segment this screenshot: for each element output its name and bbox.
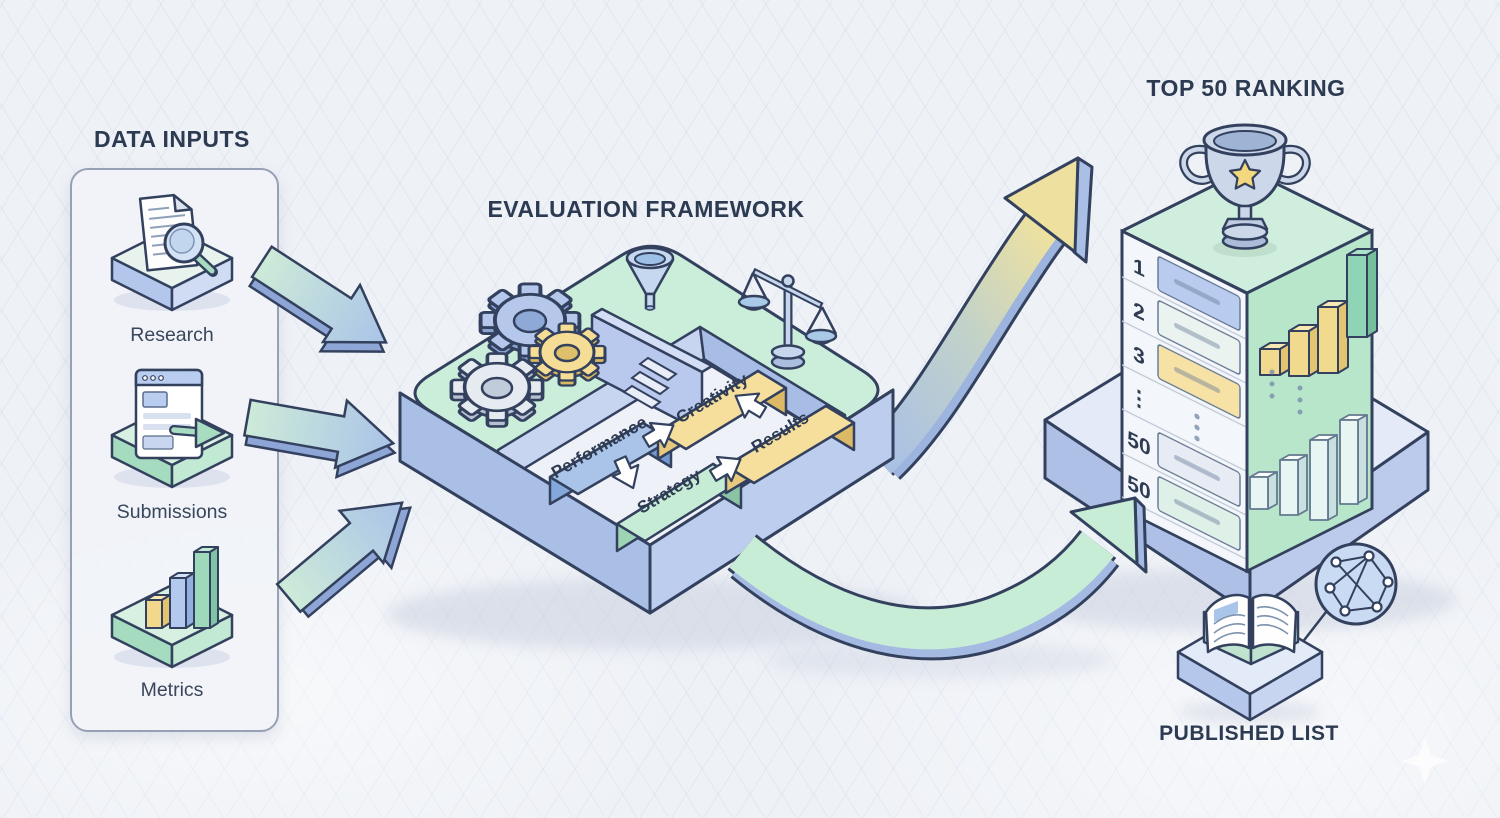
rank-number-2: 2 bbox=[1133, 297, 1145, 326]
input-item-label-metrics: Metrics bbox=[140, 679, 204, 701]
top-ranking-heading: TOP 50 RANKING bbox=[1146, 75, 1346, 101]
input-arrow-research bbox=[239, 232, 406, 382]
network-graph-icon bbox=[1314, 542, 1398, 626]
magnifier-glyph bbox=[163, 222, 218, 277]
block-creativity bbox=[656, 369, 788, 461]
arrow-to-published bbox=[727, 496, 1148, 661]
block-results bbox=[724, 404, 856, 495]
open-book-icon bbox=[1202, 593, 1300, 666]
growth-bars-glass bbox=[1249, 414, 1368, 521]
published-list-group bbox=[1176, 542, 1398, 722]
bar-chart-icon bbox=[110, 546, 234, 669]
input-item-label-research: Research bbox=[130, 324, 214, 346]
published-list-heading: PUBLISHED LIST bbox=[1159, 722, 1339, 745]
rank-number-50b: 50 bbox=[1127, 470, 1150, 505]
ranking-list-face: 1 2 3 ⋮ 50 50 bbox=[1120, 228, 1249, 574]
sparkle-decoration bbox=[1402, 738, 1448, 784]
browser-window-glyph bbox=[134, 368, 204, 460]
balance-scale-icon bbox=[737, 267, 838, 370]
input-item-label-submissions: Submissions bbox=[116, 501, 228, 523]
funnel-icon bbox=[625, 246, 675, 311]
rank-number-50a: 50 bbox=[1127, 426, 1150, 461]
growth-bars-icon bbox=[1259, 248, 1378, 377]
rank-ellipsis: ⋮ bbox=[1129, 381, 1150, 415]
gears-icon bbox=[449, 281, 607, 429]
rank-number-1: 1 bbox=[1133, 253, 1145, 282]
trophy-icon bbox=[1179, 123, 1311, 257]
ranking-tower: 1 2 3 ⋮ 50 50 bbox=[1120, 123, 1378, 574]
submit-arrow-glyph bbox=[169, 417, 226, 449]
evaluation-platform: Performance Strategy Creativity Results bbox=[398, 244, 895, 615]
evaluation-framework-heading: EVALUATION FRAMEWORK bbox=[487, 196, 805, 222]
input-arrow-submissions bbox=[240, 382, 402, 488]
browser-submit-icon bbox=[110, 368, 234, 489]
research-icon bbox=[110, 193, 234, 312]
rank-number-3: 3 bbox=[1133, 341, 1145, 370]
data-inputs-heading: DATA INPUTS bbox=[94, 126, 250, 152]
growth-face-dots bbox=[1269, 369, 1303, 415]
arrow-to-ranking bbox=[862, 156, 1094, 480]
bars-glyph bbox=[145, 546, 219, 629]
